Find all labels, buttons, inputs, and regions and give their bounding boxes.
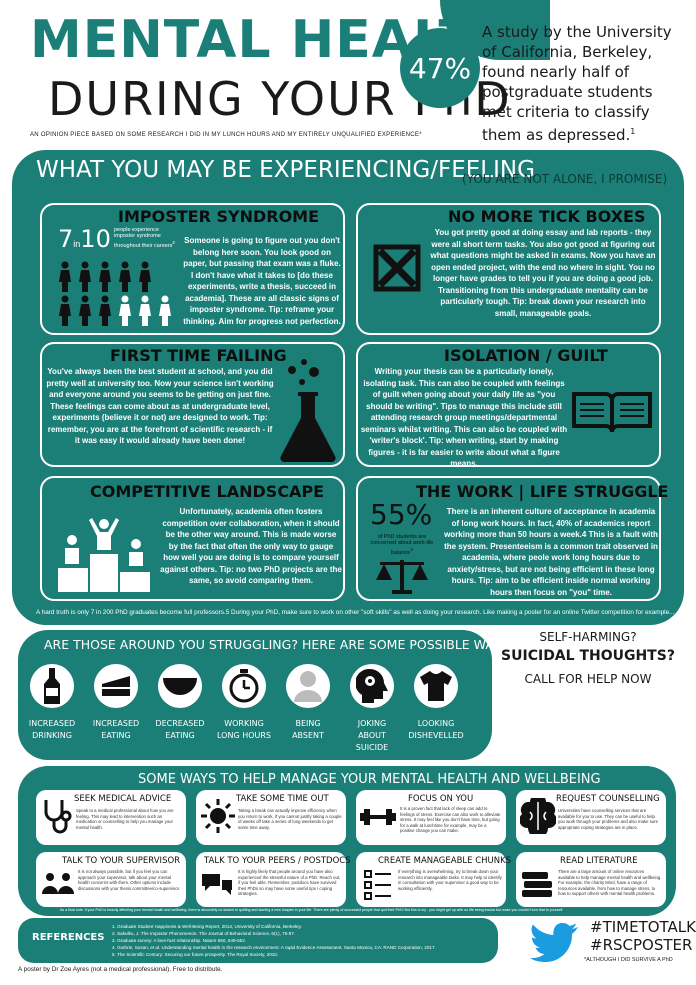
card-title: FIRST TIME FAILING xyxy=(110,346,287,365)
sun-icon xyxy=(201,799,235,833)
tip-talk-to-peers: TALK TO YOUR PEERS / POSTDOCS It is high… xyxy=(196,852,351,907)
stethoscope-icon xyxy=(44,800,72,834)
reference-item: 4. Guthrie, Susan, et al. Understanding … xyxy=(112,945,436,950)
card-text: Unfortunately, academia often fosters co… xyxy=(160,507,342,585)
tip-manageable-chunks: CREATE MANAGEABLE CHUNKS If everything i… xyxy=(356,852,511,907)
section3-heading: SOME WAYS TO HELP MANAGE YOUR MENTAL HEA… xyxy=(138,772,601,787)
stat-value: 47% xyxy=(408,51,472,85)
tip-read-literature: READ LITERATURE There are a large amount… xyxy=(516,852,666,907)
twitter-bird-icon xyxy=(530,922,578,962)
references-list: 1. Graduate Student Happiness & Well-Bei… xyxy=(112,923,492,958)
people-icon xyxy=(42,873,74,894)
worklife-stat-note: of PhD students are concerned about work… xyxy=(370,534,434,556)
imposter-stat: 7in10 xyxy=(58,225,111,253)
hashtag-timetotalk[interactable]: #TIMETOTALK xyxy=(590,918,696,936)
reference-item: 3. Graduate survey: A love-hurt relation… xyxy=(112,938,247,943)
podium-icon xyxy=(58,518,150,592)
card-text: Writing your thesis can be a particularl… xyxy=(360,367,568,468)
help-line-3: CALL FOR HELP NOW xyxy=(524,672,652,686)
worklife-stat: 55% xyxy=(370,498,433,531)
tip-focus-on-you: FOCUS ON YOU It is a proven fact that la… xyxy=(356,790,506,845)
reference-item: 5. The Scientific Century: Securing our … xyxy=(112,952,279,957)
imposter-stat-note: people experience imposter syndrome thro… xyxy=(114,227,175,249)
flask-icon xyxy=(280,359,336,463)
tip-take-time-out: TAKE SOME TIME OUT Taking a break can ac… xyxy=(196,790,346,845)
opinion-subtitle: AN OPINION PIECE BASED ON SOME RESEARCH … xyxy=(30,132,422,138)
card-title: THE WORK | LIFE STRUGGLE xyxy=(416,482,669,501)
card-work-life: THE WORK | LIFE STRUGGLE 55% of PhD stud… xyxy=(356,476,668,601)
help-line-1: SELF-HARMING? xyxy=(539,630,637,644)
card-text: Someone is going to figure out you don't… xyxy=(183,236,341,326)
card-imposter-syndrome: IMPOSTER SYNDROME 7in10 people experienc… xyxy=(40,203,345,335)
checklist-icon xyxy=(364,870,391,900)
hashtags: #TIMETOTALK #RSCPOSTER xyxy=(590,918,696,954)
head-gears-icon xyxy=(350,664,394,708)
card-tick-boxes: NO MORE TICK BOXES You got pretty good a… xyxy=(356,203,661,335)
tip-request-counselling: REQUEST COUNSELLING Universities have co… xyxy=(516,790,666,845)
bottle-icon xyxy=(30,664,74,708)
stat-text: A study by the University of California,… xyxy=(482,23,672,144)
scales-icon xyxy=(376,560,428,594)
clock-icon xyxy=(222,664,266,708)
section3-note: As a final note: if your PhD is heavily … xyxy=(60,908,563,912)
person-icon xyxy=(286,664,330,708)
card-text: You've always been the best student at s… xyxy=(46,367,274,445)
hashtag-rscposter[interactable]: #RSCPOSTER xyxy=(590,936,693,954)
references-label: REFERENCES xyxy=(32,932,105,943)
card-title: COMPETITIVE LANDSCAPE xyxy=(90,482,325,501)
cross-box-icon xyxy=(373,244,421,292)
section1-subheading: (YOU ARE NOT ALONE, I PROMISE) xyxy=(462,172,668,186)
section2-heading: ARE THOSE AROUND YOU STRUGGLING? HERE AR… xyxy=(44,637,578,652)
chat-icon xyxy=(202,874,232,895)
card-text: There is an inherent culture of acceptan… xyxy=(444,507,658,597)
card-title: IMPOSTER SYNDROME xyxy=(118,207,320,226)
poster-credit: A poster by Dr Zoe Ayres (not a medical … xyxy=(18,966,223,973)
references-box: REFERENCES 1. Graduate Student Happiness… xyxy=(18,918,498,963)
books-icon xyxy=(522,872,552,897)
open-book-icon xyxy=(572,392,652,433)
card-title: ISOLATION / GUILT xyxy=(444,346,608,365)
stat-circle: 47% xyxy=(400,28,480,108)
section1-heading: WHAT YOU MAY BE EXPERIENCING/FEELING xyxy=(36,157,535,183)
reference-item: 2. Sakulku, J. The Impostor Phenomenon. … xyxy=(112,931,296,936)
section1-footnote: A hard truth is only 7 in 200 PhD gradua… xyxy=(36,609,675,616)
tshirt-icon xyxy=(414,664,458,708)
tip-talk-to-supervisor: TALK TO YOUR SUPERVISOR It is not always… xyxy=(36,852,186,907)
people-grid-icon xyxy=(59,261,171,326)
card-isolation-guilt: ISOLATION / GUILT Writing your thesis ca… xyxy=(356,342,661,468)
bowl-icon xyxy=(158,664,202,708)
help-box: SELF-HARMING? SUICIDAL THOUGHTS? CALL FO… xyxy=(500,630,676,710)
card-competitive-landscape: COMPETITIVE LANDSCAPE Unfortunately, aca… xyxy=(40,476,345,601)
reference-item: 1. Graduate Student Happiness & Well-Bei… xyxy=(112,924,302,929)
card-first-time-failing: FIRST TIME FAILING You've always been th… xyxy=(40,342,345,467)
experiences-panel xyxy=(12,150,684,625)
cake-icon xyxy=(94,664,138,708)
tip-seek-medical-advice: SEEK MEDICAL ADVICE Speak to a medical p… xyxy=(36,790,186,845)
card-text: You got pretty good at doing essay and l… xyxy=(430,228,656,318)
disclaimer: *ALTHOUGH I DID SURVIVE A PhD xyxy=(584,957,673,963)
dumbbell-icon xyxy=(360,809,396,825)
help-line-2: SUICIDAL THOUGHTS? xyxy=(501,648,675,664)
card-title: NO MORE TICK BOXES xyxy=(448,207,646,226)
brain-icon xyxy=(520,798,556,834)
